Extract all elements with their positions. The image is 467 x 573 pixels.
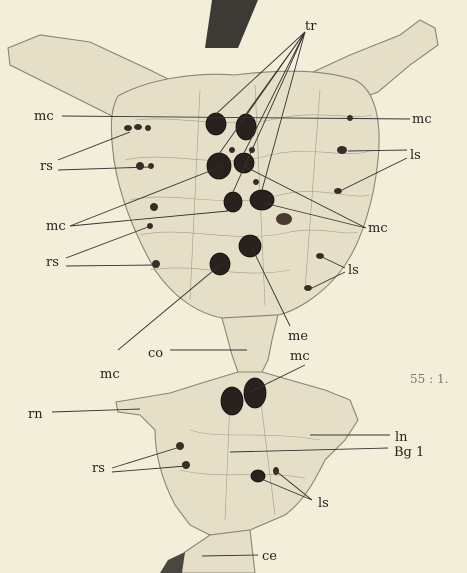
upper-ganglion-body xyxy=(111,71,379,318)
scale-label: 55 : 1. xyxy=(410,372,448,386)
top-rod xyxy=(205,0,258,48)
connective-co xyxy=(222,315,278,372)
label-ls-mid: ls xyxy=(348,263,359,278)
label-mc-lower: mc xyxy=(290,349,310,364)
label-rs-mid: rs xyxy=(46,255,59,270)
bottom-strip xyxy=(160,552,185,573)
label-me: me xyxy=(288,329,308,344)
label-mc-bottom-left: mc xyxy=(100,367,120,382)
label-rs-top: rs xyxy=(40,159,53,174)
label-ls-lower: ls xyxy=(318,496,329,511)
label-mc-top-left: mc xyxy=(34,109,54,124)
label-mc-mid-right: mc xyxy=(368,221,388,236)
label-tr: tr xyxy=(305,19,317,34)
label-ln: ln xyxy=(395,430,408,445)
lower-continuation-ce xyxy=(178,530,255,573)
label-rn: rn xyxy=(28,407,43,422)
label-ls-top: ls xyxy=(410,148,421,163)
label-mc-top-right: mc xyxy=(412,112,432,127)
label-co: co xyxy=(148,346,163,361)
label-rs-lower: rs xyxy=(92,461,105,476)
label-bg1: Bg 1 xyxy=(394,445,424,460)
label-ce: ce xyxy=(262,549,277,564)
label-mc-mid-left: mc xyxy=(46,219,66,234)
